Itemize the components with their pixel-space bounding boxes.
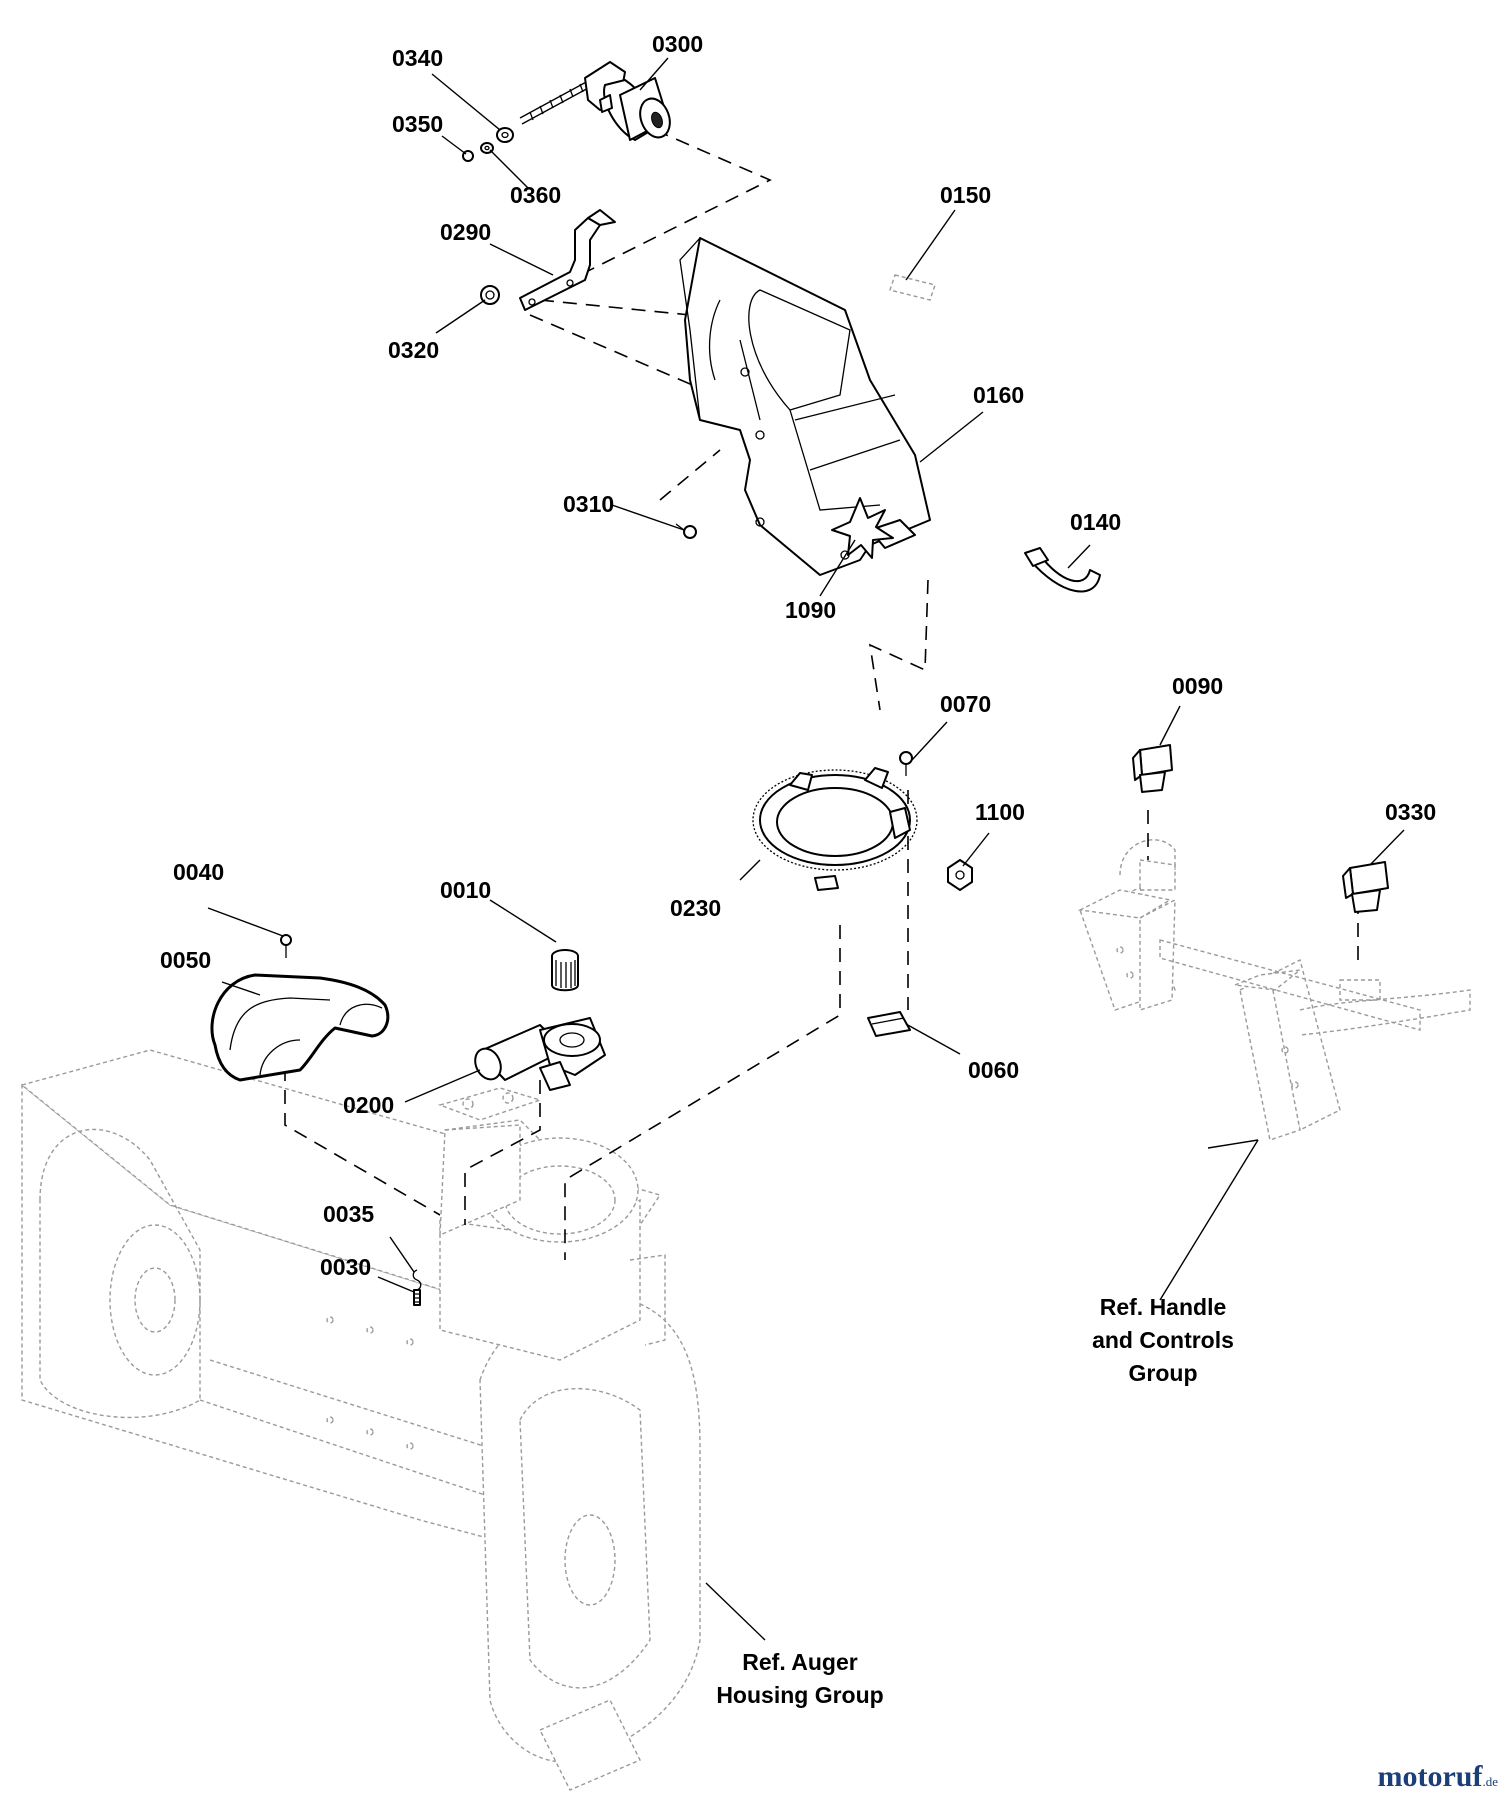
part-0060-pad [867,1011,911,1037]
label-0200: 0200 [343,1092,394,1118]
part-0320-nut [480,285,500,305]
label-0310: 0310 [563,491,614,517]
label-1100: 1100 [975,799,1025,825]
part-0140-clamp [1024,547,1101,593]
part-0360-washer [480,127,514,154]
label-0050: 0050 [160,947,211,973]
label-1090: 1090 [785,597,836,623]
part-0300-motor-assembly [519,61,671,141]
watermark-logo: motoruf.de [1377,1760,1498,1794]
part-0200-gear-motor [474,1017,606,1091]
part-0160-discharge-chute [679,237,931,576]
label-0030: 0030 [320,1254,371,1280]
part-0090-switch [1132,744,1173,793]
ref-auger-line1: Ref. Auger [742,1649,857,1675]
label-0035: 0035 [323,1201,374,1227]
part-0070-bolt [899,751,913,776]
part-0150-decal [889,274,936,301]
label-0160: 0160 [973,382,1024,408]
handle-controls-reference-drawing [1077,839,1471,1141]
auger-housing-reference-drawing [20,1049,701,1791]
part-labels: 0340 0300 0350 0360 0290 0320 0150 0160 … [160,31,1436,1280]
reference-labels: Ref. Handle and Controls Group Ref. Auge… [716,1294,1234,1708]
label-0060: 0060 [968,1057,1019,1083]
label-0320: 0320 [388,337,439,363]
part-0330-switch [1342,861,1389,913]
watermark-name: motoruf [1377,1760,1483,1793]
part-0010-gear [551,949,579,992]
leader-lines [207,57,1405,1641]
watermark-suffix: .de [1482,1774,1498,1789]
ref-handle-line1: Ref. Handle [1100,1294,1227,1320]
part-1100-nut [947,859,973,891]
label-0070: 0070 [940,691,991,717]
label-0150: 0150 [940,182,991,208]
part-1090-star-decal [831,497,894,559]
label-0300: 0300 [652,31,703,57]
ref-handle-line3: Group [1129,1360,1198,1386]
label-0330: 0330 [1385,799,1436,825]
label-0290: 0290 [440,219,491,245]
label-0040: 0040 [173,859,224,885]
label-0230: 0230 [670,895,721,921]
part-0040-screw [280,934,292,958]
part-0230-ring-gear [752,767,918,891]
ref-auger-line2: Housing Group [716,1682,883,1708]
part-0290-bracket [519,209,616,311]
label-0010: 0010 [440,877,491,903]
ref-handle-line2: and Controls [1092,1327,1234,1353]
label-0090: 0090 [1172,673,1223,699]
part-0035-spring [412,1269,422,1291]
part-0030-screw [413,1289,421,1306]
part-0050-cover [210,973,390,1082]
part-0310-bolt [675,523,697,539]
label-0140: 0140 [1070,509,1121,535]
label-0350: 0350 [392,111,443,137]
label-0360: 0360 [510,182,561,208]
label-0340: 0340 [392,45,443,71]
